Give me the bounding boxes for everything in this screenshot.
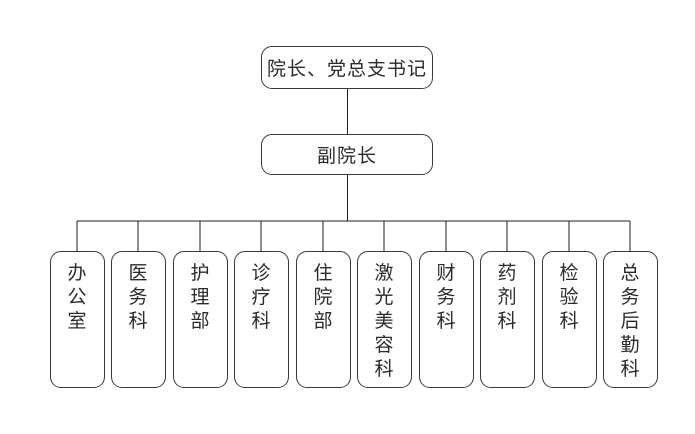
node-department-d3[interactable]: 护理部 — [172, 251, 228, 388]
node-department-d3-char-2: 理 — [190, 286, 210, 308]
node-department-d7[interactable]: 财务科 — [418, 251, 474, 388]
node-department-d3-char-3: 部 — [190, 310, 210, 332]
node-department-d10-char-4: 勤 — [620, 334, 640, 356]
node-department-d10[interactable]: 总务后勤科 — [602, 251, 658, 388]
node-department-d6-char-1: 激 — [374, 262, 394, 284]
node-department-d4[interactable]: 诊疗科 — [233, 251, 289, 388]
node-department-d4-char-2: 疗 — [251, 286, 271, 308]
node-department-d1-char-3: 室 — [67, 310, 87, 332]
node-department-d4-char-3: 科 — [251, 310, 271, 332]
node-department-d10-char-2: 务 — [620, 286, 640, 308]
node-department-d6[interactable]: 激光美容科 — [356, 251, 412, 388]
node-department-d6-char-4: 容 — [374, 334, 394, 356]
node-department-d8[interactable]: 药剂科 — [479, 251, 535, 388]
node-department-d1[interactable]: 办公室 — [49, 251, 105, 388]
node-department-d8-char-2: 剂 — [497, 286, 517, 308]
node-department-d7-char-1: 财 — [436, 262, 456, 284]
node-department-d2-char-2: 务 — [128, 286, 148, 308]
node-department-d8-char-3: 科 — [497, 310, 517, 332]
department-row: 办公室医务科护理部诊疗科住院部激光美容科财务科药剂科检验科总务后勤科 — [0, 251, 695, 391]
node-department-d6-char-3: 美 — [374, 310, 394, 332]
node-department-d10-char-3: 后 — [620, 310, 640, 332]
node-president[interactable]: 院长、党总支书记 — [261, 46, 433, 89]
node-department-d1-char-2: 公 — [67, 286, 87, 308]
node-department-d1-char-1: 办 — [67, 262, 87, 284]
node-department-d6-char-5: 科 — [374, 358, 394, 380]
node-department-d10-char-1: 总 — [620, 262, 640, 284]
node-department-d9-char-3: 科 — [559, 310, 579, 332]
node-department-d2[interactable]: 医务科 — [110, 251, 166, 388]
node-department-d4-char-1: 诊 — [251, 262, 271, 284]
node-department-d2-char-3: 科 — [128, 310, 148, 332]
node-department-d7-char-3: 科 — [436, 310, 456, 332]
node-vice-president[interactable]: 副院长 — [261, 134, 433, 175]
node-department-d8-char-1: 药 — [497, 262, 517, 284]
node-department-d3-char-1: 护 — [190, 262, 210, 284]
node-department-d9-char-2: 验 — [559, 286, 579, 308]
node-department-d2-char-1: 医 — [128, 262, 148, 284]
node-department-d9-char-1: 检 — [559, 262, 579, 284]
node-department-d10-char-5: 科 — [620, 358, 640, 380]
node-president-label: 院长、党总支书记 — [266, 58, 427, 80]
node-department-d5[interactable]: 住院部 — [295, 251, 351, 388]
node-department-d5-char-3: 部 — [313, 310, 333, 332]
node-department-d5-char-2: 院 — [313, 286, 333, 308]
node-department-d7-char-2: 务 — [436, 286, 456, 308]
node-department-d9[interactable]: 检验科 — [541, 251, 597, 388]
node-department-d6-char-2: 光 — [374, 286, 394, 308]
node-vice-president-label: 副院长 — [316, 145, 377, 167]
node-department-d5-char-1: 住 — [313, 262, 333, 284]
